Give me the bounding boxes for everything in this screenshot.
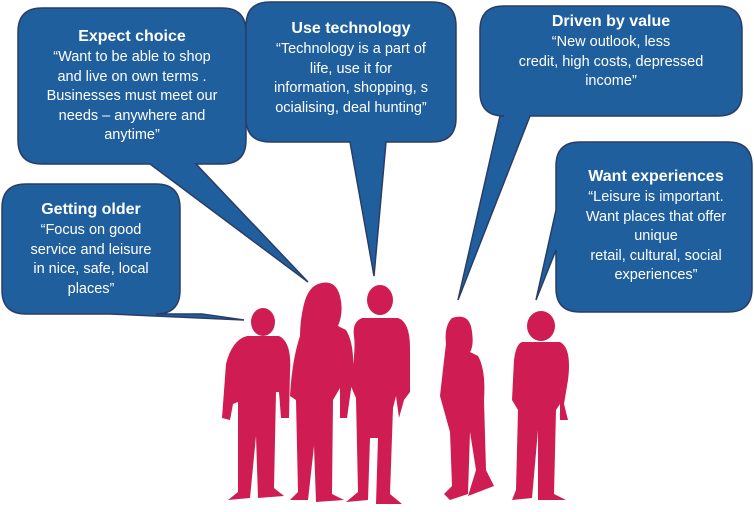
person-silhouette-2	[290, 282, 354, 502]
bubble-getting-older	[1, 183, 245, 321]
bubble-title-expect-choice: Expect choice	[78, 28, 186, 45]
bubble-text-use-technology: Use technology “Technology is a part of …	[250, 19, 452, 118]
bubble-text-want-experiences: Want experiences “Leisure is important. …	[564, 167, 748, 286]
bubble-expect-choice	[17, 7, 309, 283]
bubble-text-driven-by-value: Driven by value “New outlook, less credi…	[484, 12, 738, 92]
person-silhouette-4	[440, 316, 494, 500]
bubble-title-getting-older: Getting older	[41, 201, 141, 218]
person-silhouette-3	[346, 285, 410, 504]
bubble-title-use-technology: Use technology	[291, 20, 411, 37]
bubble-body-driven-by-value: “New outlook, less credit, high costs, d…	[518, 34, 704, 89]
bubble-use-technology	[245, 1, 457, 277]
person-silhouette-5	[512, 311, 569, 500]
bubble-title-driven-by-value: Driven by value	[551, 13, 671, 30]
bubble-driven-by-value	[457, 5, 743, 301]
person-silhouette-1	[222, 308, 291, 500]
bubble-body-use-technology: “Technology is a part of life, use it fo…	[274, 41, 428, 116]
bubble-want-experiences	[535, 141, 753, 313]
bubble-title-want-experiences: Want experiences	[588, 168, 724, 185]
bubble-text-expect-choice: Expect choice “Want to be able to shop a…	[22, 27, 242, 146]
bubble-text-getting-older: Getting older “Focus on good service and…	[6, 200, 176, 299]
bubble-body-want-experiences: “Leisure is important. Want places that …	[585, 189, 727, 283]
bubble-body-getting-older: “Focus on good service and leisure in ni…	[30, 222, 152, 297]
bubble-body-expect-choice: “Want to be able to shop and live on own…	[46, 49, 218, 143]
